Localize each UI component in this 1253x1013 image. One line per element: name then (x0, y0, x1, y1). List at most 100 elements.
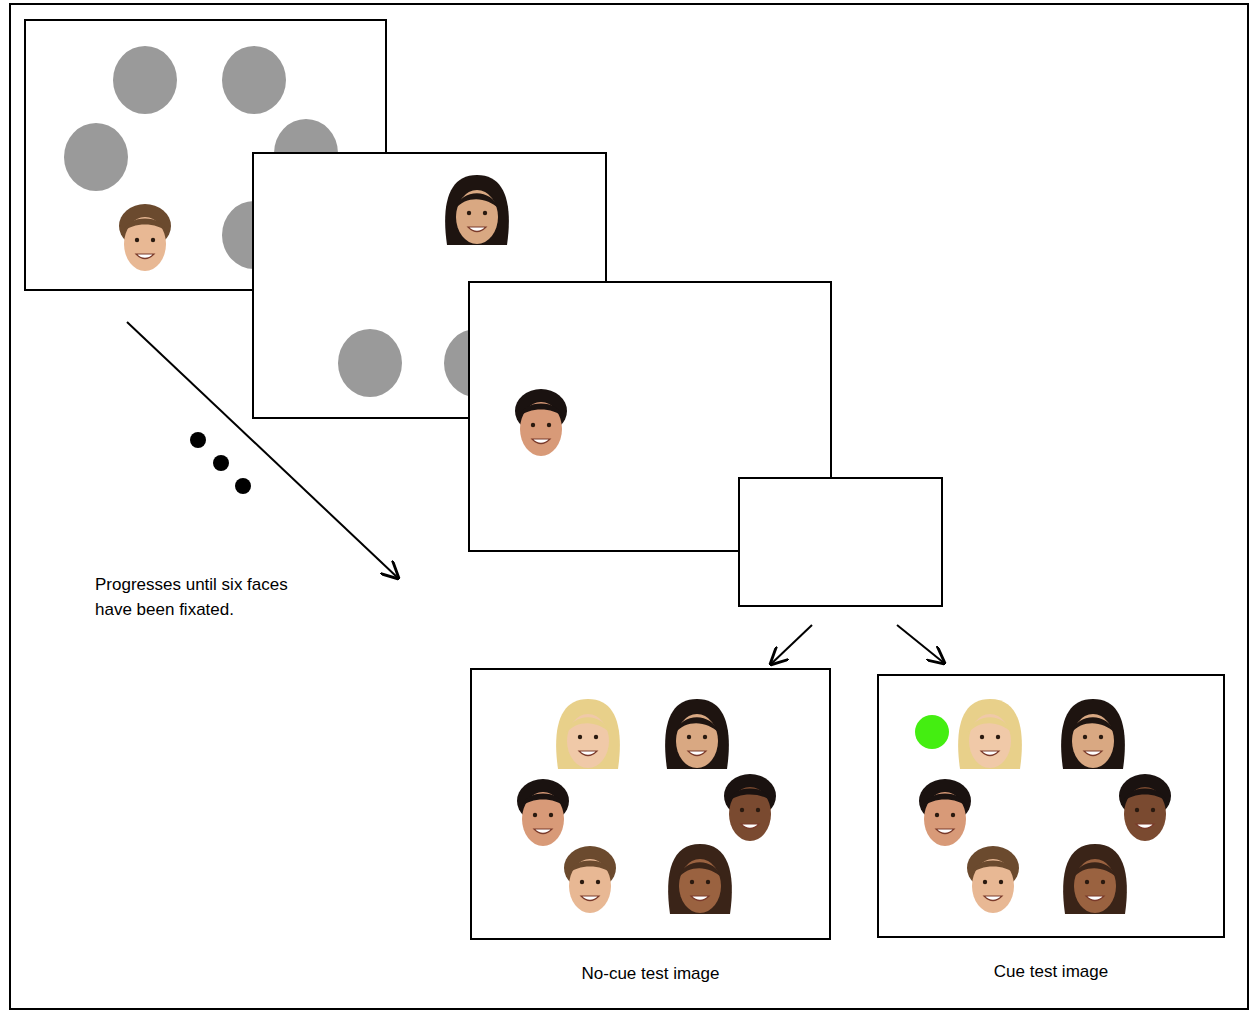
face-skin (124, 217, 166, 271)
fringe (678, 862, 722, 878)
placeholder-disc (64, 123, 128, 191)
fringe (1073, 862, 1117, 878)
eye (1151, 808, 1155, 812)
placeholder-disc (113, 46, 177, 114)
eye (1135, 808, 1139, 812)
eye (1085, 880, 1089, 884)
face-image (668, 844, 732, 914)
fringe (728, 789, 772, 803)
smile (1136, 824, 1154, 829)
face-skin (729, 787, 771, 841)
eye (594, 735, 598, 739)
face-image (556, 699, 620, 769)
face-skin (520, 402, 562, 456)
face-skin (567, 714, 609, 768)
face-skin (522, 792, 564, 846)
smile (936, 829, 954, 834)
fringe (971, 861, 1015, 875)
eye (980, 735, 984, 739)
eye (483, 211, 487, 215)
eye (690, 880, 694, 884)
face-skin (679, 859, 721, 913)
hair (445, 175, 509, 245)
eye (999, 880, 1003, 884)
figure-border (10, 4, 1248, 1009)
eye (756, 808, 760, 812)
face-image (724, 774, 776, 841)
smile (741, 824, 759, 829)
eye (706, 880, 710, 884)
smile (688, 751, 706, 756)
ellipsis-dot (213, 455, 229, 471)
note-text: Progresses until six faces have been fix… (95, 572, 323, 622)
face-image (958, 699, 1022, 769)
hair (1063, 844, 1127, 914)
fringe (923, 794, 967, 808)
cue-dot (915, 715, 949, 749)
hair (556, 699, 620, 769)
hair (665, 699, 729, 769)
eye (151, 238, 155, 242)
placeholder-disc (222, 46, 286, 114)
test-image-frame: Cue test image (877, 674, 1225, 938)
eye (687, 735, 691, 739)
eye (1083, 735, 1087, 739)
ellipsis-dot (190, 432, 206, 448)
face-image (515, 389, 567, 456)
smile (534, 829, 552, 834)
face-skin (924, 792, 966, 846)
hair (1061, 699, 1125, 769)
face-skin (969, 714, 1011, 768)
face-image (564, 846, 616, 913)
face-image (919, 779, 971, 846)
fringe (568, 861, 612, 875)
progression-arrow (127, 322, 398, 578)
eye (467, 211, 471, 215)
branch-arrow (897, 625, 944, 663)
face-image (517, 779, 569, 846)
smile (1084, 751, 1102, 756)
frame-caption: Cue test image (879, 962, 1223, 982)
ellipsis-dot (235, 478, 251, 494)
hair (668, 844, 732, 914)
fringe (566, 717, 610, 733)
face-image (1063, 844, 1127, 914)
hair (958, 699, 1022, 769)
test-image-frame: No-cue test image (470, 668, 831, 940)
face-skin (456, 190, 498, 244)
fringe (675, 717, 719, 733)
smile (136, 254, 154, 259)
eye (1099, 735, 1103, 739)
eye (578, 735, 582, 739)
face-image (1119, 774, 1171, 841)
fringe (123, 219, 167, 233)
eye (951, 813, 955, 817)
fringe (521, 794, 565, 808)
fringe (1071, 717, 1115, 733)
eye (531, 423, 535, 427)
smile (981, 751, 999, 756)
eye (549, 813, 553, 817)
face-image (665, 699, 729, 769)
smile (532, 439, 550, 444)
face-skin (1074, 859, 1116, 913)
fringe (1123, 789, 1167, 803)
face-image (119, 204, 171, 271)
frame-caption: No-cue test image (472, 964, 829, 984)
smile (468, 227, 486, 232)
face-skin (569, 859, 611, 913)
face-image (967, 846, 1019, 913)
eye (596, 880, 600, 884)
branch-arrow (771, 625, 812, 664)
placeholder-disc (338, 329, 402, 397)
eye (996, 735, 1000, 739)
face-image (445, 175, 509, 245)
face-skin (1124, 787, 1166, 841)
face-skin (676, 714, 718, 768)
eye (1101, 880, 1105, 884)
eye (703, 735, 707, 739)
eye (547, 423, 551, 427)
face-skin (1072, 714, 1114, 768)
